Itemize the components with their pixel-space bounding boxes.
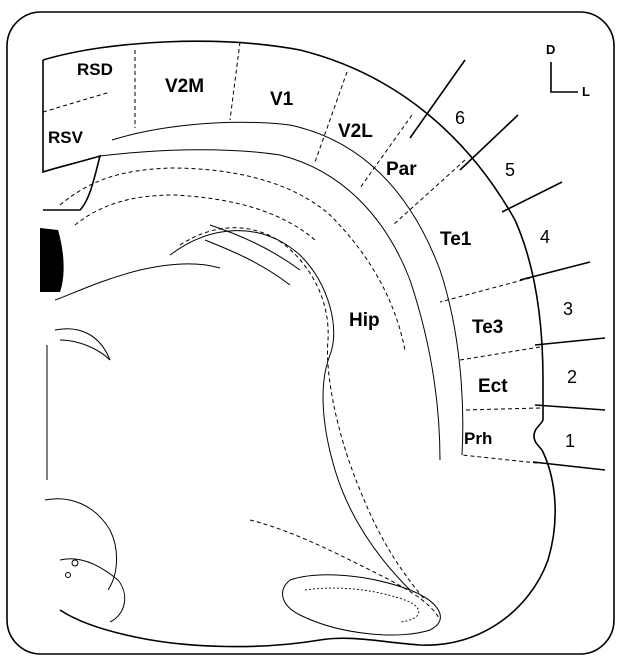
small-circle-2	[66, 573, 71, 578]
amygdala-inner	[305, 588, 419, 622]
level-label-2: 2	[567, 367, 577, 387]
lateral-ventricle	[40, 228, 64, 292]
lower-structure-2	[60, 559, 125, 622]
level-line-2	[535, 338, 605, 345]
cingulum-band-2	[75, 195, 315, 240]
brain-outline	[43, 41, 555, 646]
hippocampus-fissure	[205, 225, 300, 285]
region-label-prh: Prh	[464, 429, 492, 448]
boundary-v1-v2l	[315, 72, 347, 162]
level-label-1: 1	[565, 431, 575, 451]
region-label-v2l: V2L	[338, 121, 373, 142]
region-label-par: Par	[386, 159, 417, 180]
boundary-prh-lower	[462, 455, 537, 463]
region-label-hip: Hip	[349, 310, 380, 331]
level-label-6: 6	[455, 108, 465, 128]
amygdala-outline	[283, 575, 441, 635]
lower-structure-3	[250, 520, 440, 620]
boundary-te3-ect	[460, 347, 540, 360]
region-label-rsd: RSD	[77, 60, 113, 79]
level-label-4: 4	[540, 227, 550, 247]
region-label-v2m: V2M	[165, 76, 204, 97]
orientation-lateral: L	[582, 84, 590, 99]
region-label-v1: V1	[270, 89, 294, 110]
boundary-v2m-v1	[230, 42, 240, 120]
level-label-3: 3	[563, 299, 573, 319]
orientation-axes	[551, 62, 578, 92]
hippocampus-inner	[180, 228, 425, 600]
region-label-te1: Te1	[440, 229, 472, 250]
region-label-te3: Te3	[472, 317, 503, 338]
region-label-ect: Ect	[478, 376, 508, 397]
white-matter-inner	[100, 150, 440, 460]
frame	[7, 12, 614, 654]
level-line-4	[502, 182, 562, 212]
lower-structure-1	[45, 499, 117, 590]
level-line-1a	[535, 405, 605, 410]
level-label-5: 5	[505, 160, 515, 180]
region-label-rsv: RSV	[48, 128, 84, 147]
boundary-rsd-rsv	[43, 92, 110, 112]
boundary-te1-te3	[440, 278, 530, 302]
small-circle	[72, 560, 78, 566]
orientation-dorsal: D	[546, 42, 555, 57]
thalamus-outline	[55, 264, 220, 300]
medial-curve	[55, 329, 110, 360]
boundary-ect-prh	[465, 408, 540, 410]
level-line-1b	[533, 462, 605, 470]
